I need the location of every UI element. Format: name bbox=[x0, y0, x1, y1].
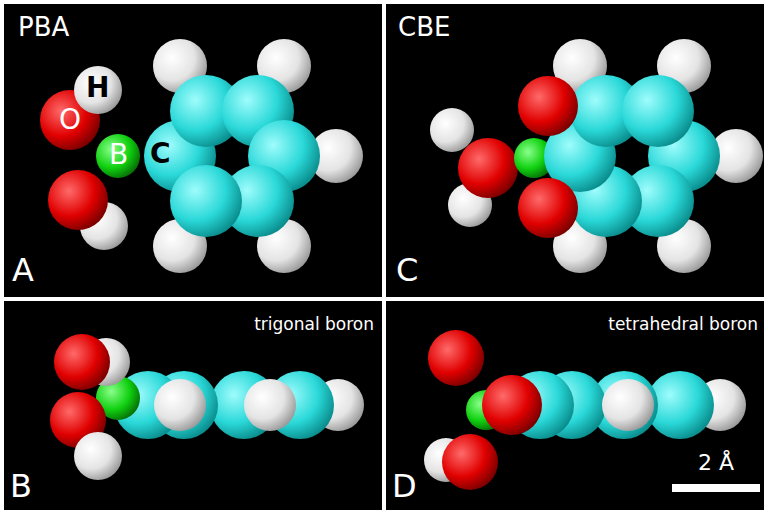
atom-sphere bbox=[54, 334, 110, 390]
atom-sphere bbox=[154, 379, 206, 431]
panel-letter: A bbox=[12, 254, 34, 286]
atom-sphere bbox=[518, 178, 578, 238]
view-caption: trigonal boron bbox=[254, 316, 374, 333]
atom-sphere bbox=[622, 75, 694, 147]
atom-symbol: B bbox=[109, 141, 128, 169]
atom-sphere bbox=[430, 108, 474, 152]
atom-sphere bbox=[518, 76, 578, 136]
atom-symbol: H bbox=[86, 74, 109, 102]
panel-letter: B bbox=[10, 470, 32, 502]
atom-sphere bbox=[482, 375, 542, 435]
atom-sphere bbox=[74, 432, 122, 480]
atom-sphere bbox=[442, 434, 498, 490]
atom-sphere bbox=[428, 330, 484, 386]
panel-title: CBE bbox=[398, 14, 450, 40]
ring-center bbox=[628, 152, 636, 160]
atom-symbol: O bbox=[59, 106, 81, 134]
atom-sphere bbox=[74, 66, 122, 114]
panel-title: PBA bbox=[18, 14, 69, 40]
atom-sphere bbox=[458, 138, 518, 198]
panel-letter: D bbox=[392, 470, 417, 502]
view-caption: tetrahedral boron bbox=[608, 316, 758, 333]
ring-center bbox=[228, 152, 236, 160]
atom-sphere bbox=[96, 134, 140, 178]
atom-sphere bbox=[244, 379, 296, 431]
scale-label: 2 Å bbox=[698, 452, 734, 474]
panel-letter: C bbox=[396, 254, 418, 286]
atom-sphere bbox=[602, 379, 654, 431]
atom-symbol: C bbox=[150, 140, 171, 168]
atom-sphere bbox=[170, 165, 242, 237]
atom-sphere bbox=[48, 170, 108, 230]
